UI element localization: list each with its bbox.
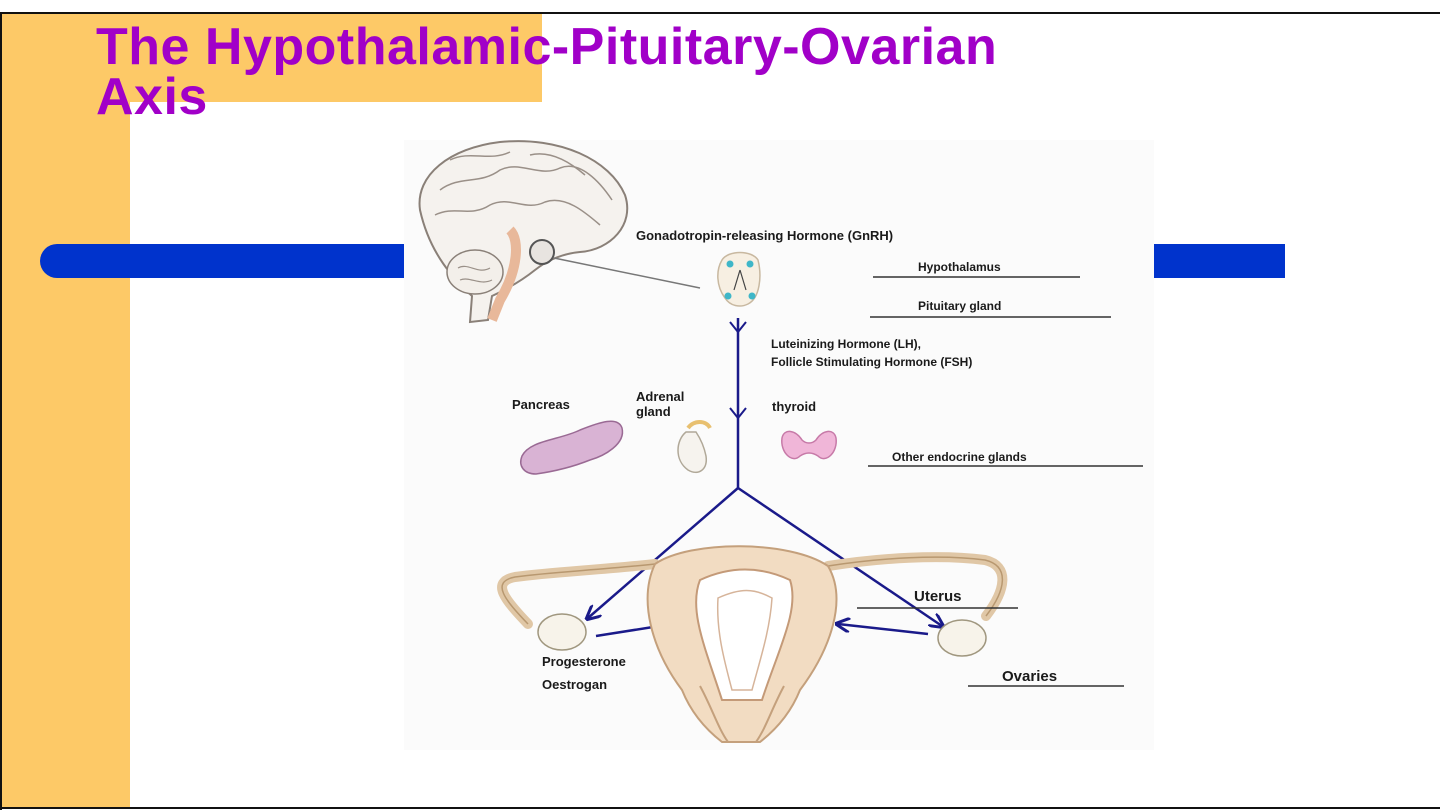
brain-illustration <box>418 140 701 324</box>
title-line-1: The Hypothalamic-Pituitary-Ovarian <box>96 18 998 76</box>
hypothalamus-label: Hypothalamus <box>918 260 1001 274</box>
frame-left-border <box>0 12 2 810</box>
title-line-2: Axis <box>96 68 208 126</box>
label-underlines <box>857 276 1143 687</box>
other-glands-label: Other endocrine glands <box>892 450 1027 464</box>
oestrogen-label: Oestrogan <box>542 677 607 692</box>
frame-bottom-border <box>0 807 1440 809</box>
uterus-label: Uterus <box>914 588 962 605</box>
blue-bar-left <box>40 244 410 278</box>
pituitary-illustration <box>717 251 761 307</box>
pancreas-label: Pancreas <box>512 397 570 412</box>
ovaries-label: Ovaries <box>1002 668 1057 685</box>
slide-title: The Hypothalamic-Pituitary-Ovarian Axis <box>96 21 997 123</box>
thyroid-illustration <box>781 430 837 460</box>
frame-top-border <box>0 12 1440 14</box>
progesterone-label: Progesterone <box>542 654 626 669</box>
pancreas-illustration <box>520 420 624 475</box>
left-ovary <box>537 613 587 651</box>
thyroid-label: thyroid <box>772 399 816 414</box>
adrenal-label-line1: Adrenal <box>636 389 684 404</box>
uterus-illustration <box>497 545 1008 743</box>
adrenal-illustration <box>677 420 712 474</box>
adrenal-label-line2: gland <box>636 404 671 419</box>
gnrh-label: Gonadotropin-releasing Hormone (GnRH) <box>636 228 893 243</box>
pituitary-label: Pituitary gland <box>918 299 1001 313</box>
accent-bar-vertical <box>2 14 130 807</box>
hormone-arrows <box>588 318 942 638</box>
fsh-label: Follicle Stimulating Hormone (FSH) <box>771 355 972 369</box>
lh-label: Luteinizing Hormone (LH), <box>771 337 921 351</box>
blue-bar-right <box>1154 244 1285 278</box>
right-ovary <box>937 619 987 657</box>
accent-bar-horizontal <box>2 14 542 102</box>
